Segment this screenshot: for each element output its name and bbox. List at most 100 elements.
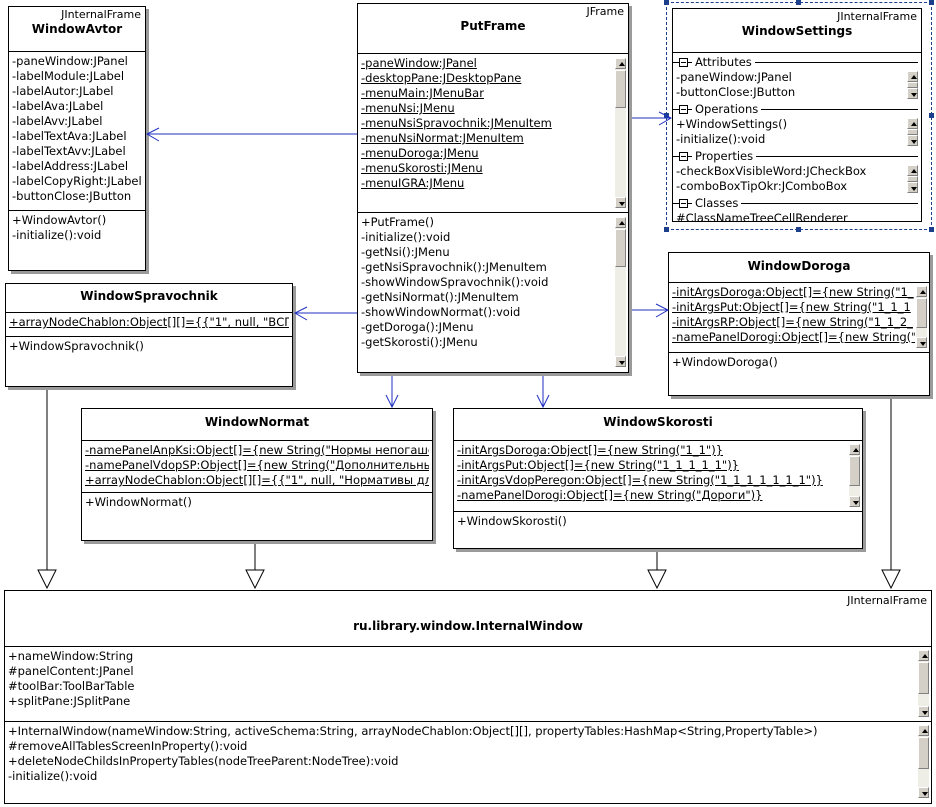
selection-handle-top-left[interactable] (664, 0, 669, 5)
attributes-scrollbar[interactable] (917, 649, 930, 718)
attributes-compartment[interactable]: -namePanelAnpKsi:Object[]={new String("Н… (82, 441, 432, 493)
collapse-toggle-icon[interactable] (679, 152, 688, 161)
scroll-up-button[interactable] (907, 71, 918, 82)
scroll-up-button[interactable] (615, 58, 626, 69)
attributes-compartment[interactable]: -initArgsDoroga:Object[]={new String("1_… (669, 283, 929, 353)
operations-scrollbar[interactable] (906, 117, 919, 147)
operations-scrollbar[interactable] (917, 724, 930, 799)
selection-handle-bottom-left[interactable] (664, 227, 669, 232)
selection-handle-top-right[interactable] (929, 0, 934, 5)
selection-handle-bottom-center[interactable] (796, 227, 801, 232)
scrollbar-thumb[interactable] (849, 456, 860, 486)
operations-scrollbar[interactable] (614, 216, 627, 368)
triangle-down-icon (920, 342, 926, 346)
attributes-compartment[interactable]: -paneWindow:JPanel -desktopPane:JDesktop… (358, 54, 628, 213)
triangle-up-icon (920, 290, 926, 294)
scroll-down-button[interactable] (615, 356, 626, 367)
operations-compartment[interactable]: +InternalWindow(nameWindow:String, activ… (5, 722, 931, 803)
class-box-window-skorosti[interactable]: WindowSkorosti -initArgsDoroga:Object[]=… (453, 408, 863, 549)
selection-handle-middle-left[interactable] (664, 113, 669, 118)
scroll-down-button[interactable] (907, 135, 918, 146)
class-header: JInternalFrame ru.library.window.Interna… (5, 591, 931, 647)
operation: #removeAllTablesScreenInProperty():void (8, 739, 248, 753)
group-header-attributes[interactable]: Attributes (673, 55, 921, 70)
operation: +WindowSpravochnik() (9, 339, 144, 353)
class-box-put-frame[interactable]: JFrame PutFrame -paneWindow:JPanel -desk… (357, 3, 629, 373)
collapse-toggle-icon[interactable] (679, 199, 688, 208)
class-box-window-avtor[interactable]: JInternalFrame WindowAvtor -paneWindow:J… (8, 6, 146, 271)
scroll-down-button[interactable] (907, 182, 918, 193)
properties-scrollbar[interactable] (906, 164, 919, 194)
scroll-up-button[interactable] (615, 217, 626, 228)
scroll-up-button[interactable] (916, 286, 927, 297)
scroll-up-button[interactable] (918, 725, 929, 736)
selection-handle-bottom-right[interactable] (929, 227, 934, 232)
attributes-scrollbar[interactable] (848, 443, 861, 508)
attribute: -menuNsi:JMenu (361, 101, 455, 115)
selection-handle-middle-right[interactable] (929, 113, 934, 118)
class-box-internal-window[interactable]: JInternalFrame ru.library.window.Interna… (4, 590, 932, 804)
attributes-compartment[interactable]: -paneWindow:JPanel -labelModule:JLabel -… (9, 52, 145, 211)
scrollbar-thumb[interactable] (907, 176, 918, 182)
scroll-down-button[interactable] (918, 787, 929, 798)
attributes-compartment[interactable]: +arrayNodeChablon:Object[][]={{"1", null… (6, 313, 292, 337)
class-box-window-spravochnik[interactable]: WindowSpravochnik +arrayNodeChablon:Obje… (5, 283, 293, 387)
class-stereotype: JFrame (586, 5, 624, 18)
scrollbar-thumb[interactable] (918, 662, 929, 694)
class-stereotype: JInternalFrame (837, 10, 917, 23)
operation: -getNsiNormat():JMenuItem (361, 290, 519, 304)
scrollbar-thumb[interactable] (615, 229, 626, 267)
scrollbar-thumb[interactable] (615, 70, 626, 108)
attribute: -namePanelVdopSP:Object[]={new String("Д… (85, 458, 429, 472)
selection-handle-top-center[interactable] (796, 0, 801, 5)
attributes-compartment[interactable]: -initArgsDoroga:Object[]={new String("1_… (454, 441, 862, 512)
attributes-scrollbar[interactable] (915, 285, 928, 349)
scrollbar-thumb[interactable] (918, 737, 929, 769)
scroll-down-button[interactable] (907, 88, 918, 99)
scroll-up-button[interactable] (849, 444, 860, 455)
collapse-toggle-icon[interactable] (679, 58, 688, 67)
class-box-window-normat[interactable]: WindowNormat -namePanelAnpKsi:Object[]={… (81, 408, 433, 541)
attributes-compartment[interactable]: +nameWindow:String #panelContent:JPanel … (5, 647, 931, 722)
group-header-operations[interactable]: Operations (673, 102, 921, 117)
attributes-scrollbar[interactable] (906, 70, 919, 100)
attribute: -initArgsPut:Object[]={new String("1_1_1… (457, 458, 740, 472)
attribute: +splitPane:JSplitPane (8, 694, 131, 708)
group-label: Operations (692, 102, 762, 117)
scroll-up-button[interactable] (907, 118, 918, 129)
association-putframe-windownormat (385, 376, 399, 409)
association-putframe-windowavtor (145, 127, 357, 142)
scrollbar-thumb[interactable] (907, 82, 918, 88)
triangle-up-icon (853, 448, 859, 452)
class-name: PutFrame (460, 19, 526, 33)
group-header-properties[interactable]: Properties (673, 149, 921, 164)
scroll-down-button[interactable] (849, 496, 860, 507)
scrollbar-thumb[interactable] (907, 129, 918, 135)
operations-compartment[interactable]: +PutFrame() -initialize():void -getNsi()… (358, 213, 628, 372)
class-box-window-settings[interactable]: JInternalFrame WindowSettings Attributes… (672, 8, 922, 222)
class-name: WindowAvtor (31, 22, 123, 36)
scroll-down-button[interactable] (918, 706, 929, 717)
scroll-down-button[interactable] (916, 337, 927, 348)
scroll-up-button[interactable] (918, 650, 929, 661)
operations-compartment[interactable]: +WindowAvtor() -initialize():void (9, 211, 145, 270)
group-header-classes[interactable]: Classes (673, 196, 921, 211)
operations-compartment[interactable]: +WindowSpravochnik() (6, 337, 292, 386)
operations-compartment[interactable]: +WindowDoroga() (669, 353, 929, 395)
attributes-scrollbar[interactable] (614, 57, 627, 209)
attribute: -desktopPane:JDesktopPane (361, 71, 522, 85)
class-name: WindowDoroga (747, 259, 851, 273)
class-header: WindowSkorosti (454, 409, 862, 441)
scroll-up-button[interactable] (907, 165, 918, 176)
scroll-down-button[interactable] (615, 197, 626, 208)
collapse-toggle-icon[interactable] (679, 105, 688, 114)
operations-compartment[interactable]: +WindowSkorosti() (454, 512, 862, 548)
triangle-down-icon (911, 187, 917, 191)
attribute: -menuNsiSpravochnik:JMenuItem (361, 116, 552, 130)
attribute: -paneWindow:JPanel (676, 70, 792, 84)
class-box-window-doroga[interactable]: WindowDoroga -initArgsDoroga:Object[]={n… (668, 252, 930, 396)
operations-compartment[interactable]: +WindowNormat() (82, 493, 432, 540)
grouped-compartments[interactable]: Attributes -paneWindow:JPanel -buttonClo… (673, 53, 921, 222)
scrollbar-thumb[interactable] (916, 298, 927, 328)
